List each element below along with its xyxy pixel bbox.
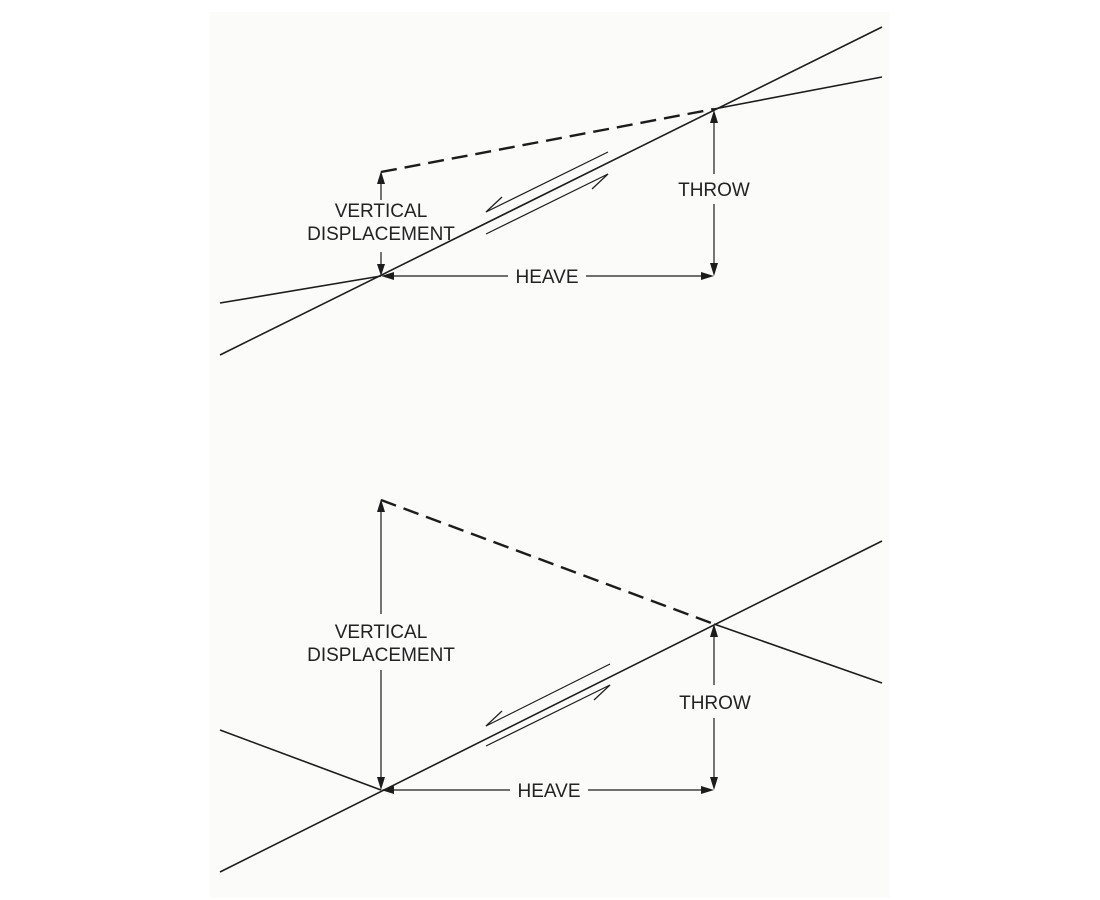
throw-arrowhead-up: [710, 110, 718, 123]
heave-arrowhead-left: [381, 786, 394, 794]
heave-arrowhead-left: [381, 272, 394, 280]
figure-panel: [210, 12, 890, 898]
bottom-panel: VERTICAL DISPLACEMENT THROW HEAVE: [219, 498, 883, 873]
vertical-displacement-arrowhead-down: [377, 777, 385, 790]
bed-right-segment: [713, 76, 883, 110]
vertical-label-line2: DISPLACEMENT: [307, 645, 455, 666]
throw-arrowhead-up: [710, 624, 718, 637]
slip-arrow-upper-head: [485, 710, 503, 727]
vertical-label-line2: DISPLACEMENT: [307, 224, 455, 245]
vertical-label-line1: VERTICAL: [335, 201, 428, 222]
heave-arrowhead-right: [701, 786, 714, 794]
projected-bed-dashed-line: [380, 107, 715, 174]
slip-arrow-upper: [485, 151, 609, 213]
vertical-displacement-arrowhead-down: [377, 264, 385, 276]
slip-arrow-lower-head: [591, 173, 609, 190]
slip-arrow-upper-head: [485, 196, 503, 213]
slip-arrow-lower: [485, 173, 609, 235]
vertical-label-line1: VERTICAL: [335, 622, 428, 643]
slip-arrow-lower-head: [593, 684, 611, 701]
heave-label: HEAVE: [515, 267, 578, 288]
throw-arrowhead-down: [710, 263, 718, 276]
vertical-displacement-arrowhead-up: [377, 499, 385, 512]
fault-plane-line: [219, 540, 883, 873]
bed-right-segment: [713, 623, 883, 684]
slip-arrow-upper: [485, 663, 611, 727]
fault-plane-line: [219, 26, 883, 356]
projected-bed-dashed-line: [380, 498, 715, 626]
vertical-displacement-arrowhead-up: [377, 171, 385, 184]
slip-arrow-lower: [485, 684, 611, 747]
heave-label: HEAVE: [517, 781, 580, 802]
throw-label: THROW: [678, 180, 750, 201]
throw-arrowhead-down: [710, 777, 718, 790]
heave-arrowhead-right: [701, 272, 714, 280]
bed-left-segment: [219, 275, 382, 304]
top-panel: VERTICAL DISPLACEMENT THROW HEAVE: [219, 26, 883, 356]
throw-label: THROW: [679, 693, 751, 714]
bed-left-segment: [219, 729, 382, 791]
